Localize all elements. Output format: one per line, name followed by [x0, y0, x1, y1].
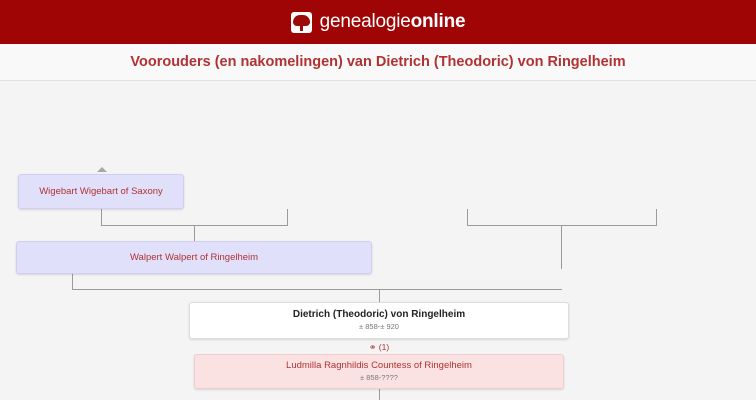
person-node-ludmilla[interactable]: Ludmilla Ragnhildis Countess of Ringelhe… [194, 354, 564, 389]
person-node-walpert[interactable]: Walpert Walpert of Ringelheim [16, 241, 372, 274]
connector-ludmilla-down [379, 389, 380, 400]
connector-walpert-up [194, 225, 195, 241]
brand-wordmark-bold: online [410, 11, 466, 32]
connector-dietrich-up [379, 289, 380, 302]
brand-wordmark: genealogieonline [320, 11, 466, 33]
brand-wordmark-thin: genealogie [319, 11, 411, 32]
family-tree-canvas: Wigebart Wigebart of Saxony Walpert Walp… [0, 81, 756, 400]
connector-right-bracket-bar [467, 225, 657, 226]
family-tree-logo-icon [290, 11, 312, 33]
person-node-wigebart[interactable]: Wigebart Wigebart of Saxony [18, 174, 184, 209]
brand-logo-link[interactable]: genealogieonline [290, 11, 466, 33]
person-name: Dietrich (Theodoric) von Ringelheim [292, 309, 466, 320]
connector-right-bracket-down [561, 225, 562, 269]
marriage-symbol-icon: ⚭ [368, 342, 377, 352]
person-name: Wigebart Wigebart of Saxony [39, 185, 163, 197]
connector-wigebart-down [101, 209, 102, 225]
person-node-dietrich[interactable]: Dietrich (Theodoric) von Ringelheim ± 85… [189, 302, 569, 339]
person-name: Walpert Walpert of Ringelheim [129, 251, 259, 263]
person-dates: ± 858-???? [360, 373, 398, 382]
connector-right-bracket-right-stub [656, 209, 657, 226]
connector-walpert-down [72, 274, 73, 289]
connector-dietrich-parents-bar [72, 289, 562, 290]
connector-right-bracket-left-stub [467, 209, 468, 226]
page-title-bar: Voorouders (en nakomelingen) van Dietric… [0, 44, 756, 81]
person-dates: ± 858-± 920 [359, 322, 399, 331]
site-header: genealogieonline [0, 0, 756, 44]
connector-parents-right-stub-left [287, 209, 288, 226]
marriage-label: (1) [378, 342, 390, 352]
person-name: Ludmilla Ragnhildis Countess of Ringelhe… [286, 360, 472, 371]
page-title: Voorouders (en nakomelingen) van Dietric… [130, 54, 626, 70]
triangle-up-expand-icon[interactable] [97, 167, 107, 172]
marriage-marker-1[interactable]: ⚭ (1) [349, 342, 409, 353]
